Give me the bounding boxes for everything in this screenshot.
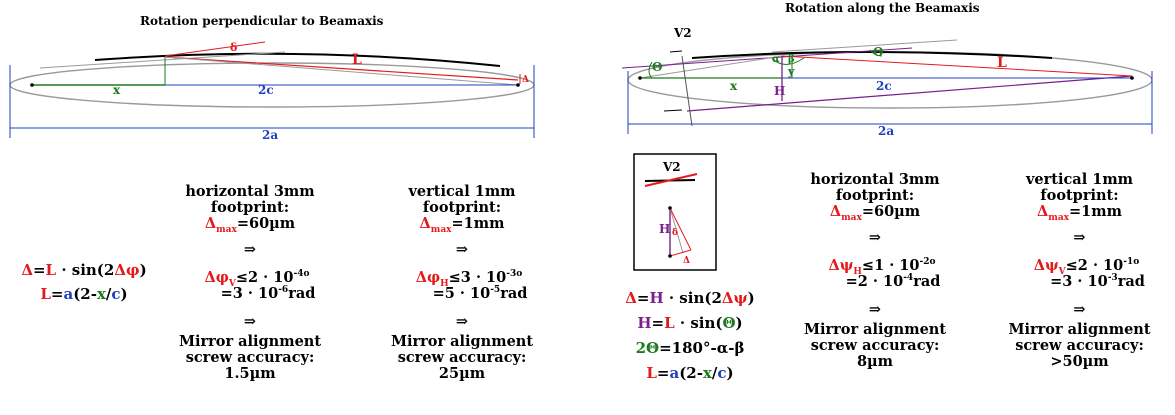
left-formula: Δ=L · sin(2Δφ) L=a(2-x/c)	[21, 261, 147, 303]
right-label-beta: β	[788, 54, 795, 65]
right-label-theta-right: Θ	[873, 45, 883, 59]
right-label-H: H	[774, 84, 785, 98]
left-label-2a: 2a	[262, 128, 278, 142]
left-label-Delta: Δ	[522, 75, 529, 85]
right-label-L: L	[997, 55, 1007, 71]
right-formulas: Δ=H · sin(2Δψ) H=L · sin(Θ) 2Θ=180°-α-β …	[625, 289, 755, 382]
left-label-L: L	[352, 52, 362, 68]
left-horizontal-column: horizontal 3mm footprint: Δmax=60µm ⇒ Δφ…	[178, 183, 322, 382]
right-label-theta-left: Θ	[652, 60, 662, 74]
inset-label-V2: V2	[662, 160, 681, 174]
left-title: Rotation perpendicular to Beamaxis	[140, 14, 384, 28]
left-label-x: x	[113, 83, 121, 97]
right-vertical-column: vertical 1mm footprint: Δmax=1mm ⇒ ΔψV≤2…	[1008, 171, 1151, 370]
left-label-delta: δ	[230, 41, 237, 54]
left-mirror	[94, 52, 501, 67]
inset-label-delta: δ	[672, 228, 678, 238]
left-ellipse-diagram: δ L Δ x 2c 2a	[9, 41, 535, 142]
right-label-2a: 2a	[878, 124, 894, 138]
right-ellipse-diagram: V2 Θ Θ α β y L x H 2c 2a	[621, 26, 1153, 138]
right-label-2c: 2c	[876, 79, 892, 93]
right-mirror	[691, 51, 1053, 59]
right-horizontal-column: horizontal 3mm footprint: Δmax=60µm ⇒ Δψ…	[803, 171, 947, 370]
right-title: Rotation along the Beamaxis	[785, 1, 980, 15]
inset-label-Delta: Δ	[683, 256, 690, 266]
left-label-2c: 2c	[258, 83, 274, 97]
right-label-V2: V2	[673, 26, 692, 40]
inset-diagram: V2 H δ Δ	[633, 153, 717, 271]
right-label-x: x	[730, 79, 738, 93]
left-vertical-column: vertical 1mm footprint: Δmax=1mm ⇒ ΔφH≤3…	[390, 183, 534, 382]
right-label-y: y	[787, 65, 795, 78]
right-label-alpha: α	[772, 54, 780, 65]
inset-label-H: H	[659, 222, 670, 236]
